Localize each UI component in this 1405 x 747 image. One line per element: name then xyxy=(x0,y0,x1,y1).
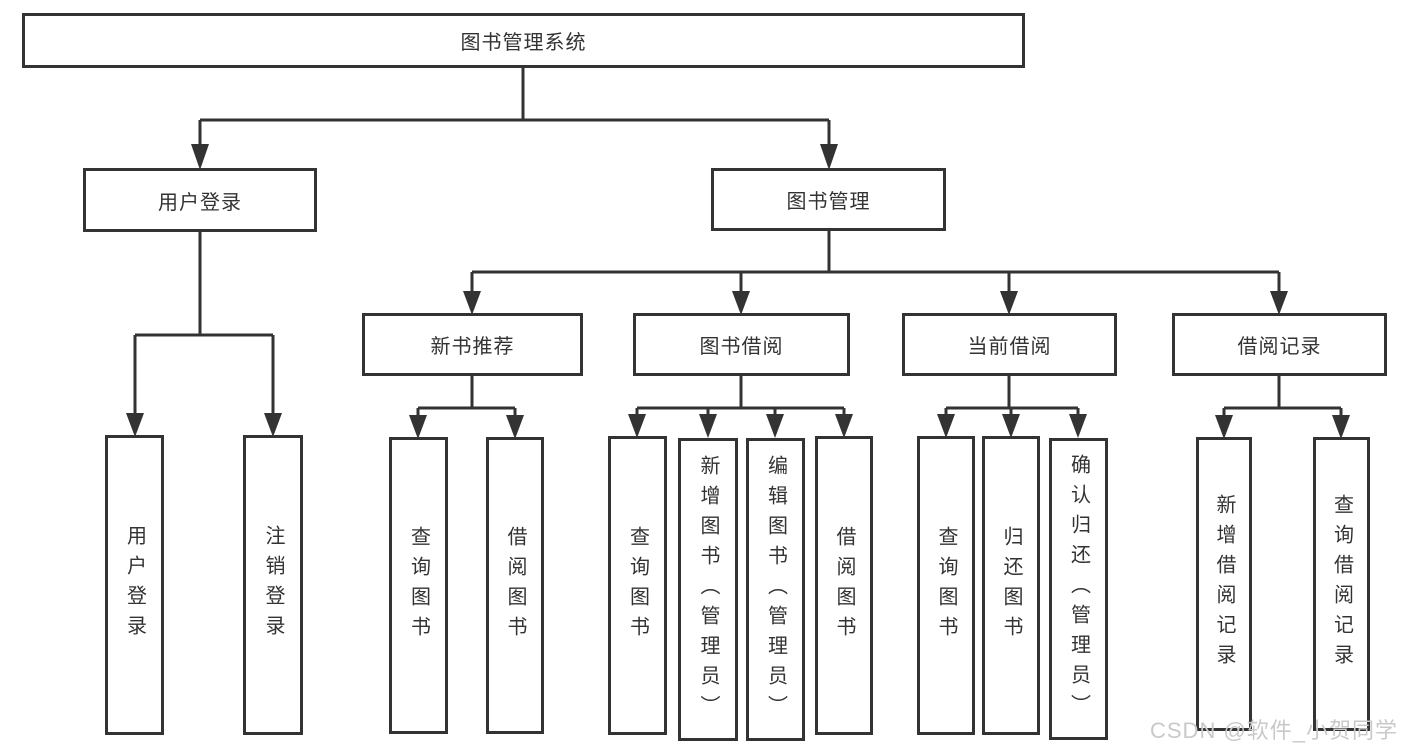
node-current-borrowing: 当前借阅 xyxy=(902,313,1117,376)
node-edit-book-admin: 编辑图书（管理员） xyxy=(746,438,805,741)
node-new-book-recommendation: 新书推荐 xyxy=(362,313,583,376)
node-user-login-branch: 用户登录 xyxy=(83,168,317,232)
node-borrow-books-borrowing: 借阅图书 xyxy=(815,436,873,735)
node-query-borrow-record: 查询借阅记录 xyxy=(1313,437,1370,731)
node-add-book-admin: 新增图书（管理员） xyxy=(678,438,738,741)
node-borrowing-records: 借阅记录 xyxy=(1172,313,1387,376)
node-root-library-system: 图书管理系统 xyxy=(22,13,1025,68)
node-book-management-branch: 图书管理 xyxy=(711,168,946,231)
node-user-login-leaf: 用户登录 xyxy=(105,435,164,735)
node-query-books-recommend: 查询图书 xyxy=(389,437,448,734)
node-return-books: 归还图书 xyxy=(982,436,1040,735)
node-borrow-books-recommend: 借阅图书 xyxy=(486,437,544,734)
node-add-borrow-record: 新增借阅记录 xyxy=(1196,437,1252,731)
node-query-books-current: 查询图书 xyxy=(917,436,975,735)
node-query-books-borrowing: 查询图书 xyxy=(608,436,667,735)
node-confirm-return-admin: 确认归还（管理员） xyxy=(1049,438,1108,740)
node-book-borrowing: 图书借阅 xyxy=(633,313,850,376)
csdn-watermark: CSDN @软件_小贺同学 xyxy=(1150,718,1399,743)
node-logout-leaf: 注销登录 xyxy=(243,435,303,735)
